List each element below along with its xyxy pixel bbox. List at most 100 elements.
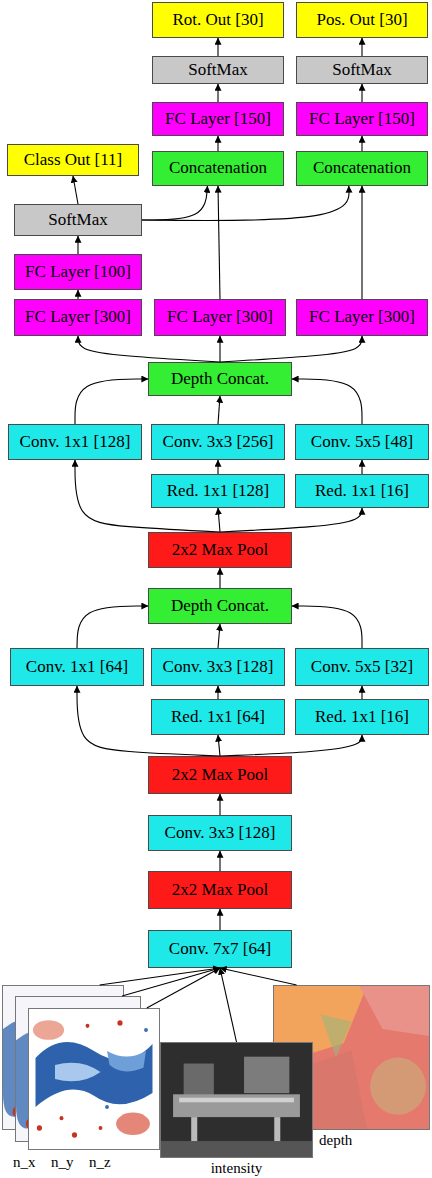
connector-arrow (142, 186, 207, 220)
layer-label: Conv. 7x7 [64] (167, 940, 273, 959)
layer-label: Conv. 5x5 [32] (309, 658, 415, 677)
layer-label: 2x2 Max Pool (170, 881, 270, 900)
layer-box: Red. 1x1 [16] (295, 474, 429, 508)
image-patch (370, 1058, 426, 1115)
connector-arrow (361, 84, 362, 102)
layer-label: FC Layer [300] (23, 308, 133, 327)
connector-arrow (100, 968, 220, 985)
layer-box: Red. 1x1 [128] (151, 474, 285, 508)
connector-arrow (220, 968, 237, 1042)
layer-label: SoftMax (330, 61, 394, 80)
image-patch (274, 1050, 367, 1129)
connector-arrow (75, 379, 148, 424)
connector-arrow (292, 379, 362, 424)
connector-arrow (218, 508, 220, 532)
layer-label: Red. 1x1 [16] (313, 708, 411, 727)
layer-box: Red. 1x1 [16] (295, 699, 429, 735)
connector-arrow (219, 568, 220, 588)
layer-label: Conv. 1x1 [64] (24, 658, 130, 677)
layer-label: Red. 1x1 [128] (165, 482, 271, 501)
layer-label: FC Layer [300] (165, 308, 275, 327)
connector-arrow (361, 686, 362, 699)
layer-box: Depth Concat. (148, 588, 292, 624)
image-label: intensity (161, 1160, 312, 1177)
layer-label: Pos. Out [30] (314, 11, 409, 30)
image-patch (359, 986, 429, 1036)
image-label: n_z (89, 1154, 111, 1171)
layer-box: Depth Concat. (148, 362, 292, 396)
image-patch (36, 1042, 153, 1107)
layer-box: FC Layer [300] (154, 299, 286, 336)
layer-label: Conv. 1x1 [128] (18, 433, 133, 452)
layer-box: 2x2 Max Pool (148, 871, 292, 909)
layer-box: Conv. 3x3 [128] (148, 815, 292, 851)
connector-arrow (217, 686, 218, 699)
layer-box: Conv. 1x1 [128] (8, 424, 142, 460)
layer-label: 2x2 Max Pool (170, 766, 270, 785)
layer-box: Pos. Out [30] (296, 2, 428, 38)
image-patch (33, 1020, 64, 1040)
layer-label: FC Layer [100] (23, 263, 133, 282)
image-patch (117, 1020, 122, 1026)
connector-arrow (218, 396, 220, 424)
image-patch (144, 1028, 148, 1032)
layer-label: Depth Concat. (169, 370, 271, 389)
layer-box: FC Layer [150] (296, 102, 428, 136)
layer-box: Conv. 1x1 [64] (10, 648, 144, 686)
layer-label: Red. 1x1 [16] (313, 482, 411, 501)
layer-box: Conv. 3x3 [256] (151, 424, 285, 460)
layer-label: SoftMax (46, 211, 110, 230)
layer-box: Rot. Out [30] (152, 2, 284, 38)
connector-arrow (75, 460, 220, 532)
layer-label: Depth Concat. (169, 597, 271, 616)
image-patch (105, 1105, 109, 1109)
layer-box: FC Layer [150] (152, 102, 284, 136)
input-image: n_z (28, 1008, 160, 1150)
image-patch (161, 1141, 312, 1157)
connector-arrow (220, 508, 362, 532)
connector-arrow (361, 136, 362, 151)
layer-box: Red. 1x1 [64] (151, 699, 285, 735)
image-art (29, 1009, 159, 1149)
image-patch (161, 1043, 312, 1157)
layer-box: Conv. 3x3 [128] (151, 648, 285, 686)
layer-box: FC Layer [300] (14, 299, 142, 336)
image-patch (173, 1094, 300, 1117)
image-patch (60, 1116, 64, 1120)
connector-arrow (217, 136, 218, 151)
layer-box: Concatenation (296, 151, 428, 186)
image-patch (244, 1057, 289, 1093)
connector-arrow (77, 290, 78, 299)
layer-box: 2x2 Max Pool (148, 532, 292, 568)
layer-label: Class Out [11] (22, 151, 125, 170)
image-patch (37, 1125, 42, 1131)
connector-arrow (217, 38, 218, 56)
layer-box: Conv. 5x5 [48] (295, 424, 429, 460)
layer-box: Conv. 7x7 [64] (148, 930, 292, 968)
image-label: n_x (13, 1154, 36, 1171)
image-label: n_y (51, 1154, 74, 1171)
connector-arrow (361, 460, 362, 474)
layer-label: Conv. 3x3 [128] (163, 824, 278, 843)
layer-label: Conv. 5x5 [48] (309, 433, 415, 452)
connector-arrow (218, 186, 220, 299)
layer-box: Concatenation (152, 151, 284, 186)
layer-label: Conv. 3x3 [256] (161, 433, 276, 452)
layer-box: SoftMax (14, 204, 142, 236)
connector-arrow (361, 186, 362, 299)
layer-label: Concatenation (311, 159, 413, 178)
image-patch (72, 1132, 77, 1138)
layer-label: Rot. Out [30] (170, 11, 265, 30)
image-patch (274, 986, 367, 1065)
connector-arrow (217, 460, 218, 474)
connector-arrow (292, 606, 362, 648)
connector-arrow (77, 686, 220, 756)
connector-arrow (77, 236, 78, 254)
image-label: depth (319, 1132, 352, 1149)
image-patch (86, 1024, 90, 1028)
connector-arrow (147, 968, 220, 1008)
layer-label: Red. 1x1 [64] (169, 708, 267, 727)
connector-arrow (217, 84, 218, 102)
connector-arrow (219, 336, 220, 362)
